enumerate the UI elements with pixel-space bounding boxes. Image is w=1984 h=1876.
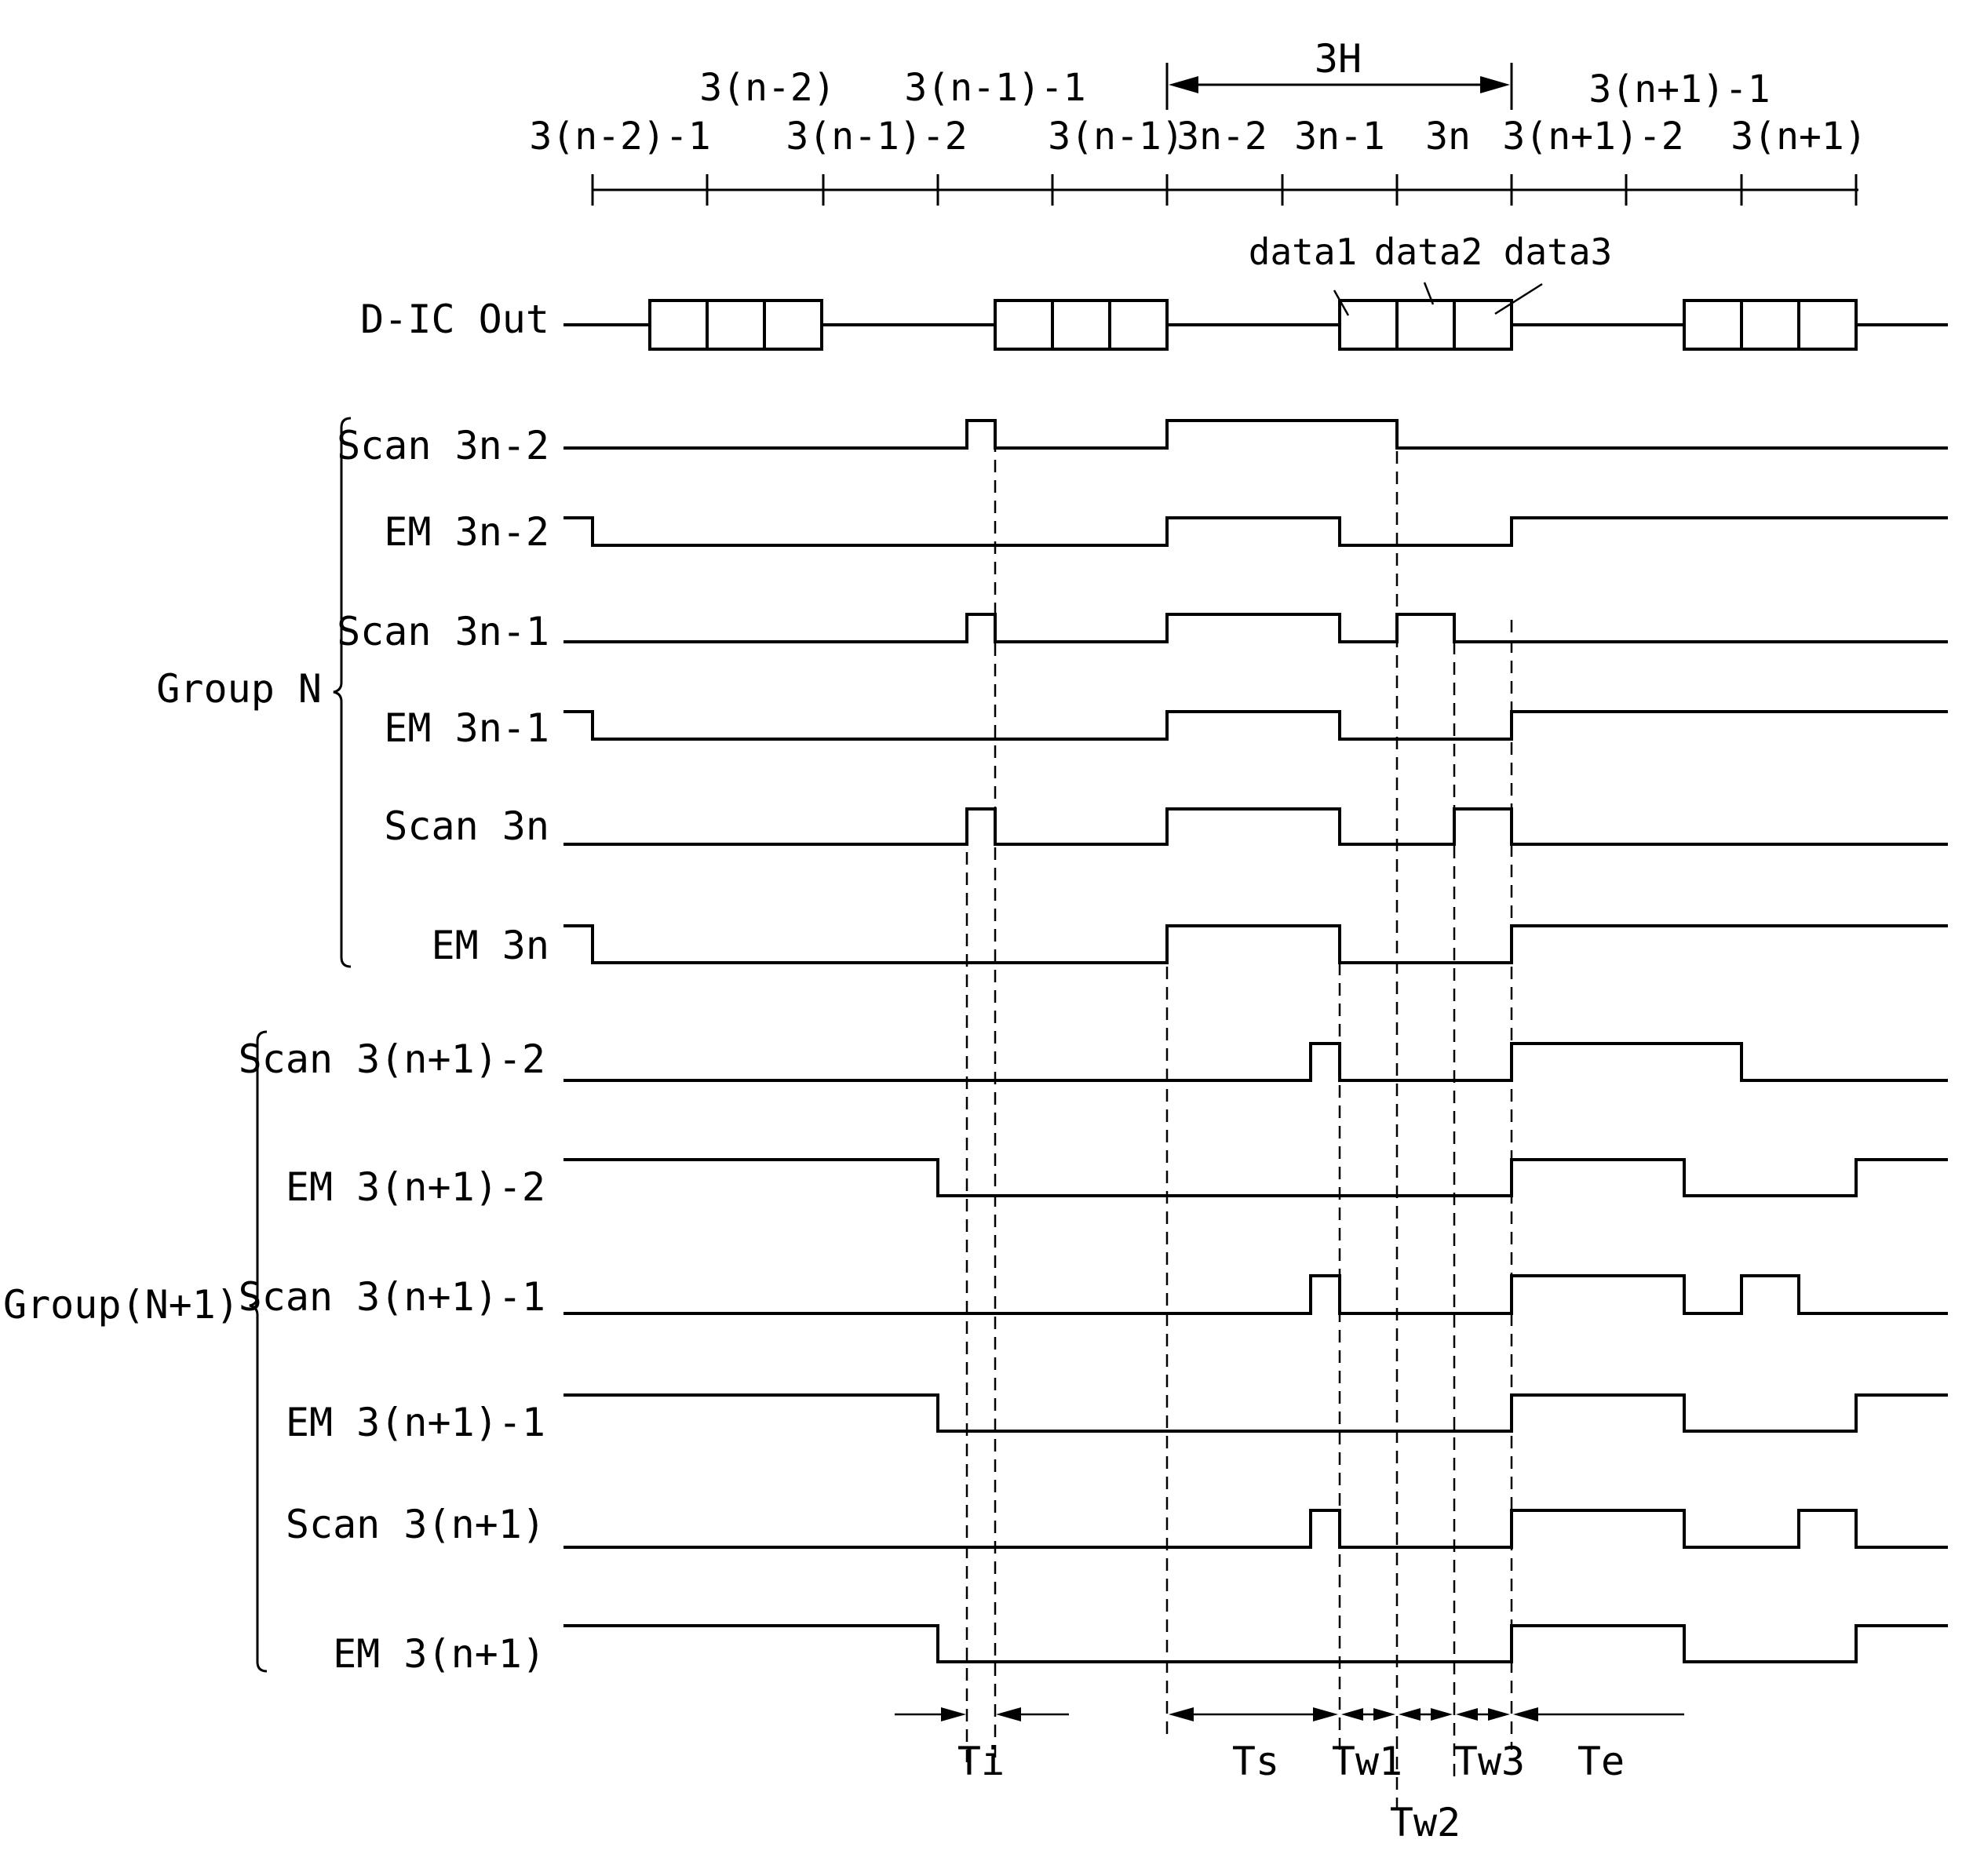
tw2-arrow-right [1431,1708,1453,1721]
period-label-te: Te [1577,1739,1625,1784]
ti-arrow-left [941,1707,966,1721]
waveform-em-3n [563,926,1948,963]
tw2-arrow-left [1399,1708,1421,1721]
waveform-scan-3n [563,809,1948,844]
data-block [650,301,822,349]
signal-label-em-3(n+1)-2: EM 3(n+1)-2 [286,1164,545,1210]
waveform-em-3(n+1)-1 [563,1395,1948,1431]
tw1-arrow-right [1373,1708,1395,1721]
waveform-scan-3(n+1)-1 [563,1276,1948,1313]
waveform-scan-3(n+1) [563,1510,1948,1547]
group-n-brace [334,418,351,967]
period-label-tw3: Tw3 [1454,1739,1525,1784]
span-3h-arrow-right [1480,76,1510,93]
data2-label: data2 [1374,231,1483,273]
tw1-arrow-left [1341,1708,1363,1721]
data1-label: data1 [1249,231,1357,273]
tick-label-3(n+1)-1: 3(n+1)-1 [1588,67,1770,111]
tick-label-3n-2: 3n-2 [1176,115,1267,158]
signal-label-scan-3(n+1): Scan 3(n+1) [286,1502,545,1547]
data-block [995,301,1167,349]
span-3h-arrow-left [1169,76,1198,93]
data3-label: data3 [1504,231,1612,273]
guide-lines [967,439,1512,1812]
signal-label-em-3n-2: EM 3n-2 [384,509,549,555]
waveform-em-3(n+1)-2 [563,1160,1948,1196]
ts-arrow-right [1313,1707,1338,1721]
signal-label-scan-3n-2: Scan 3n-2 [337,423,549,468]
data-block [1340,301,1512,349]
tick-label-3n-1: 3n-1 [1294,115,1385,158]
group-n1-brace [250,1032,267,1671]
signal-label-em-3n-1: EM 3n-1 [384,705,549,751]
signal-label-scan-3n: Scan 3n [384,803,549,849]
tick-label-3(n-2)-1: 3(n-2)-1 [529,115,710,158]
tick-label-3(n-2): 3(n-2) [699,66,835,110]
ts-arrow-left [1169,1707,1194,1721]
waveform-em-3n-1 [563,712,1948,739]
tick-label-3(n-1)-1: 3(n-1)-1 [904,66,1085,110]
te-arrow-left [1513,1707,1538,1721]
waveform-scan-3(n+1)-2 [563,1044,1948,1080]
signal-label-em-3n: EM 3n [431,923,549,968]
waveform-em-3(n+1) [563,1626,1948,1662]
period-label-tw2: Tw2 [1390,1800,1461,1845]
signal-label-scan-3n-1: Scan 3n-1 [337,609,549,654]
dic-out-waveform [563,301,1948,349]
span-3h-label: 3H [1315,36,1362,82]
tw3-arrow-left [1456,1708,1478,1721]
period-label-ti: Ti [957,1739,1005,1784]
dic-out-label: D-IC Out [360,297,549,342]
data-block [1684,301,1856,349]
tick-label-3(n-1)-2: 3(n-1)-2 [786,115,967,158]
waveform-scan-3n-1 [563,614,1948,642]
tw3-arrow-right [1488,1708,1510,1721]
tick-label-3(n-1): 3(n-1) [1048,115,1183,158]
waveform-scan-3n-2 [563,421,1948,448]
signal-label-em-3(n+1)-1: EM 3(n+1)-1 [286,1400,545,1445]
group-n1-label: Group(N+1) [3,1282,239,1328]
tick-label-3(n+1)-2: 3(n+1)-2 [1502,115,1683,158]
tick-label-3(n+1): 3(n+1) [1731,115,1866,158]
period-label-tw1: Tw1 [1332,1739,1402,1784]
waveform-em-3n-2 [563,518,1948,545]
group-n-label: Group N [156,666,322,712]
signal-label-scan-3(n+1)-1: Scan 3(n+1)-1 [239,1274,545,1320]
tick-label-3n: 3n [1425,115,1471,158]
ti-arrow-right [996,1707,1021,1721]
period-label-ts: Ts [1232,1739,1279,1784]
signal-label-scan-3(n+1)-2: Scan 3(n+1)-2 [239,1036,545,1082]
signal-label-em-3(n+1): EM 3(n+1) [333,1631,545,1677]
